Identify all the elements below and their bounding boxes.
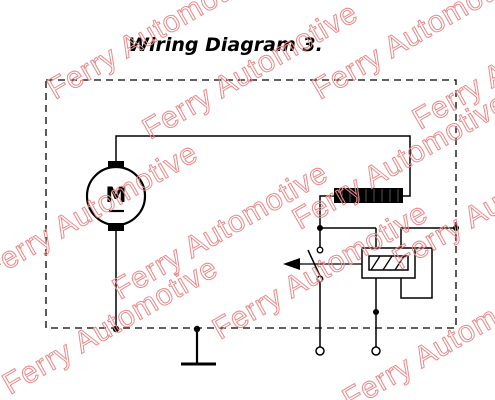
motor-top-brush bbox=[108, 161, 124, 169]
ground-symbol bbox=[181, 325, 216, 366]
junction-motor-bottom bbox=[112, 325, 120, 333]
switch-upper-terminal bbox=[316, 246, 324, 254]
actuator-arrowhead bbox=[283, 258, 300, 270]
motor-bottom-brush bbox=[108, 223, 124, 231]
wire-relay-top-right bbox=[400, 227, 456, 248]
resistor-body bbox=[334, 188, 403, 203]
relay-coil-winding bbox=[368, 255, 409, 271]
motor-symbol: M bbox=[85, 161, 147, 231]
wire-relay-feedback bbox=[400, 248, 433, 299]
wire-resistor-to-switch bbox=[319, 195, 334, 248]
resistor-coil bbox=[334, 188, 403, 203]
terminal-right bbox=[371, 346, 381, 356]
terminal-left bbox=[315, 346, 325, 356]
switch-blade bbox=[307, 249, 321, 277]
junction-right-edge bbox=[453, 225, 459, 231]
enclosure-dashed-border bbox=[45, 79, 457, 329]
relay-coil bbox=[361, 247, 416, 279]
wire-motor-to-resistor bbox=[115, 135, 411, 197]
switch-lower-terminal bbox=[316, 275, 324, 283]
motor-label: M bbox=[106, 183, 127, 207]
diagram-title: Wiring Diagram 3. bbox=[128, 34, 323, 56]
